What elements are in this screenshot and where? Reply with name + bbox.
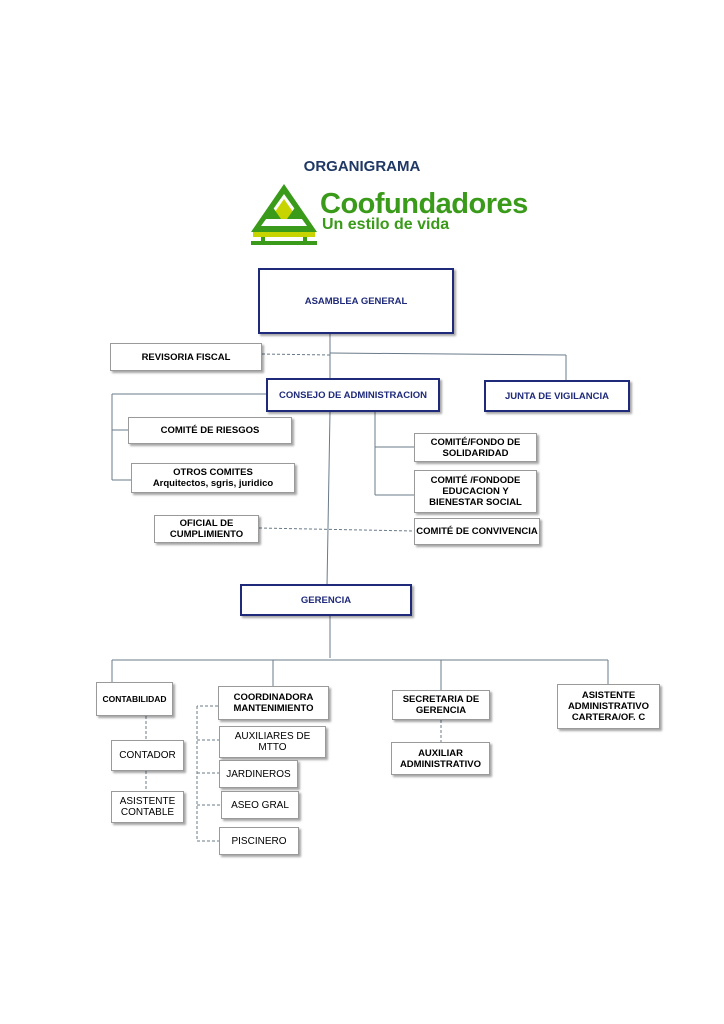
node-comite-convivencia: COMITÉ DE CONVIVENCIA — [414, 518, 540, 545]
node-asamblea-general: ASAMBLEA GENERAL — [258, 268, 454, 334]
node-gerencia: GERENCIA — [240, 584, 412, 616]
node-revisoria-fiscal: REVISORIA FISCAL — [110, 343, 262, 371]
node-comite-educacion: COMITÉ /FONDODE EDUCACION Y BIENESTAR SO… — [414, 470, 537, 513]
node-jardineros: JARDINEROS — [219, 760, 298, 788]
node-junta-vigilancia: JUNTA DE VIGILANCIA — [484, 380, 630, 412]
node-consejo-administracion: CONSEJO DE ADMINISTRACION — [266, 378, 440, 412]
node-contador: CONTADOR — [111, 740, 184, 771]
node-piscinero: PISCINERO — [219, 827, 299, 855]
coofundadores-logo-icon — [251, 184, 317, 245]
node-contabilidad: CONTABILIDAD — [96, 682, 173, 716]
logo-tagline: Un estilo de vida — [322, 216, 450, 233]
node-asistente-administrativo: ASISTENTE ADMINISTRATIVO CARTERA/OF. C — [557, 684, 660, 729]
node-aseo-gral: ASEO GRAL — [221, 791, 299, 819]
node-coordinadora-mantenimiento: COORDINADORA MANTENIMIENTO — [218, 686, 329, 720]
node-auxiliar-administrativo: AUXILIAR ADMINISTRATIVO — [391, 742, 490, 775]
node-comite-solidaridad: COMITÉ/FONDO DE SOLIDARIDAD — [414, 433, 537, 462]
otros-comites-title: OTROS COMITES — [173, 467, 253, 478]
logo-name: Coofundadores — [320, 188, 528, 220]
node-otros-comites: OTROS COMITES Arquitectos, sgris, juridi… — [131, 463, 295, 493]
node-oficial-cumplimiento: OFICIAL DE CUMPLIMIENTO — [154, 515, 259, 543]
page-title: ORGANIGRAMA — [303, 158, 421, 175]
node-secretaria-gerencia: SECRETARIA DE GERENCIA — [392, 690, 490, 720]
otros-comites-sub: Arquitectos, sgris, juridico — [152, 478, 274, 489]
node-asistente-contable: ASISTENTE CONTABLE — [111, 791, 184, 823]
node-auxiliares-mtto: AUXILIARES DE MTTO — [219, 726, 326, 758]
node-comite-riesgos: COMITÉ DE RIESGOS — [128, 417, 292, 444]
